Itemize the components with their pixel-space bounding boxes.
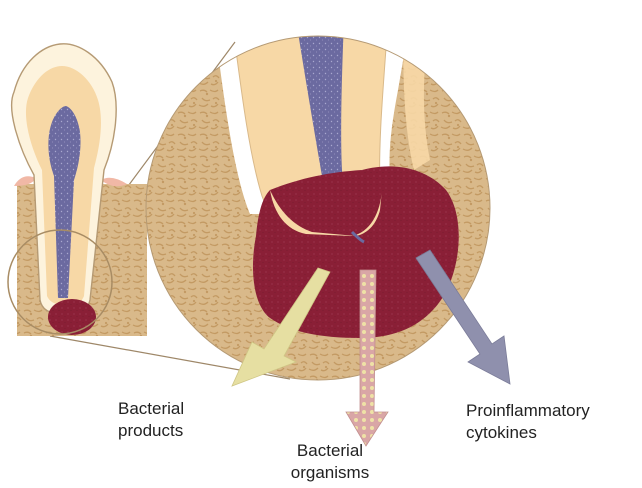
magnified-view — [146, 20, 490, 380]
label-line: Bacterial — [118, 398, 184, 420]
label-line: products — [118, 420, 184, 442]
label-bacterial-products: Bacterial products — [118, 398, 184, 442]
label-line: Proinflammatory — [466, 400, 590, 422]
lesion-small — [48, 299, 96, 335]
label-line: Bacterial — [270, 440, 390, 462]
label-line: cytokines — [466, 422, 590, 444]
label-line: organisms — [270, 462, 390, 484]
label-proinflammatory-cytokines: Proinflammatory cytokines — [466, 400, 590, 444]
label-bacterial-organisms: Bacterial organisms — [270, 440, 390, 484]
tooth-icon — [8, 44, 147, 336]
